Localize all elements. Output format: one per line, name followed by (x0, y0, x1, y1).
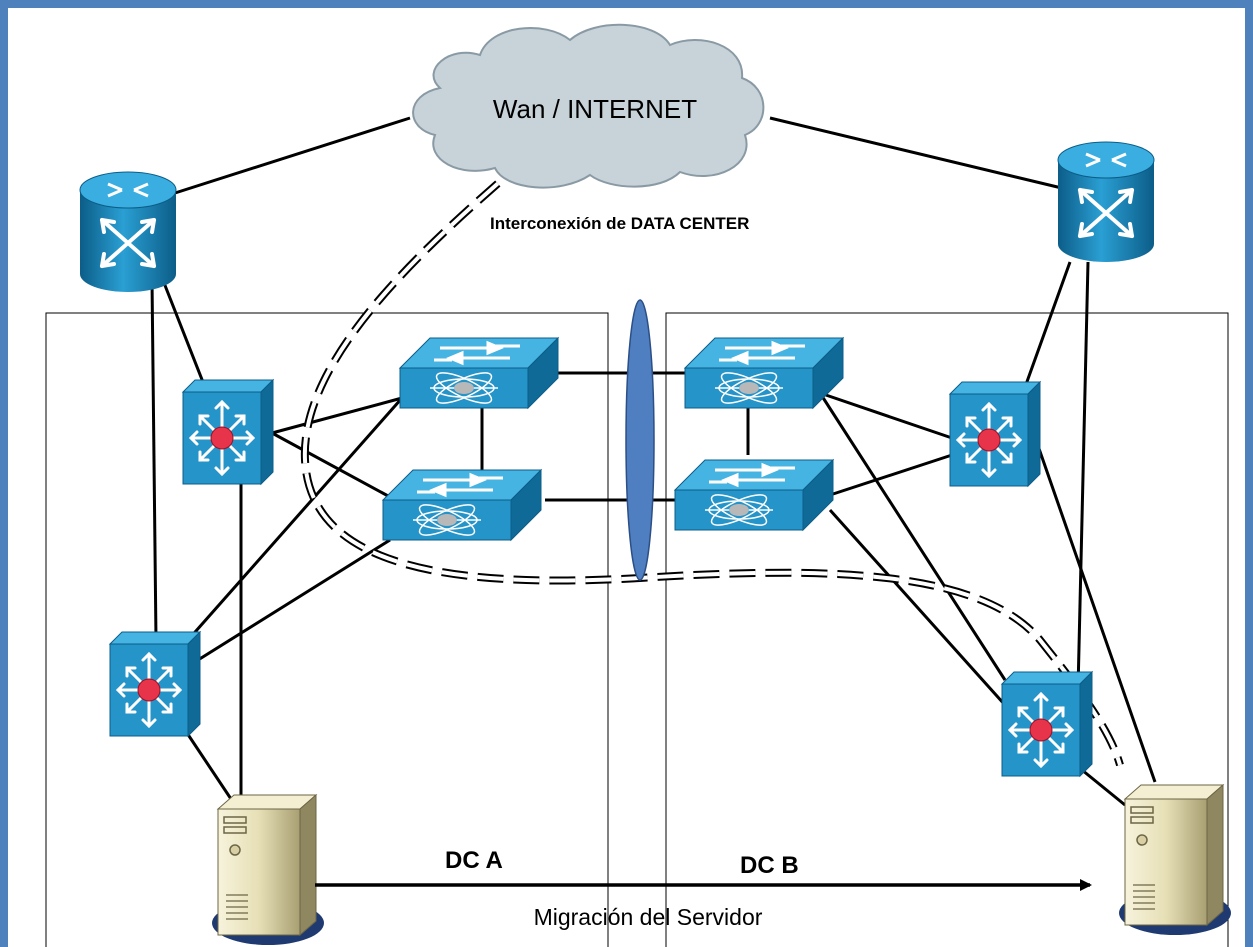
dc-a-box (45, 312, 609, 947)
server-icon (1118, 784, 1232, 936)
wan-cloud: Wan / INTERNET (412, 23, 765, 189)
cloud-label: Wan / INTERNET (493, 94, 697, 124)
dc-b-label: DC B (740, 852, 799, 879)
router-icon (78, 170, 178, 294)
switch-icon (381, 468, 543, 543)
dc-a-label: DC A (445, 847, 503, 874)
switch-icon (683, 336, 845, 411)
interconnect-path (300, 156, 1124, 767)
multilayer-switch-icon (948, 380, 1042, 488)
network-links (150, 116, 1157, 807)
migration-label: Migración del Servidor (534, 904, 763, 930)
interconnect-label: Interconexión de DATA CENTER (490, 214, 749, 233)
dc-b-box (665, 312, 1229, 947)
multilayer-switch-icon (181, 378, 275, 486)
multilayer-switch-icon (108, 630, 202, 738)
switch-icon (673, 458, 835, 533)
link-bundle-ellipse (625, 299, 655, 581)
server-icon (211, 794, 325, 946)
switch-icon (398, 336, 560, 411)
router-icon (1056, 140, 1156, 264)
multilayer-switch-icon (1000, 670, 1094, 778)
